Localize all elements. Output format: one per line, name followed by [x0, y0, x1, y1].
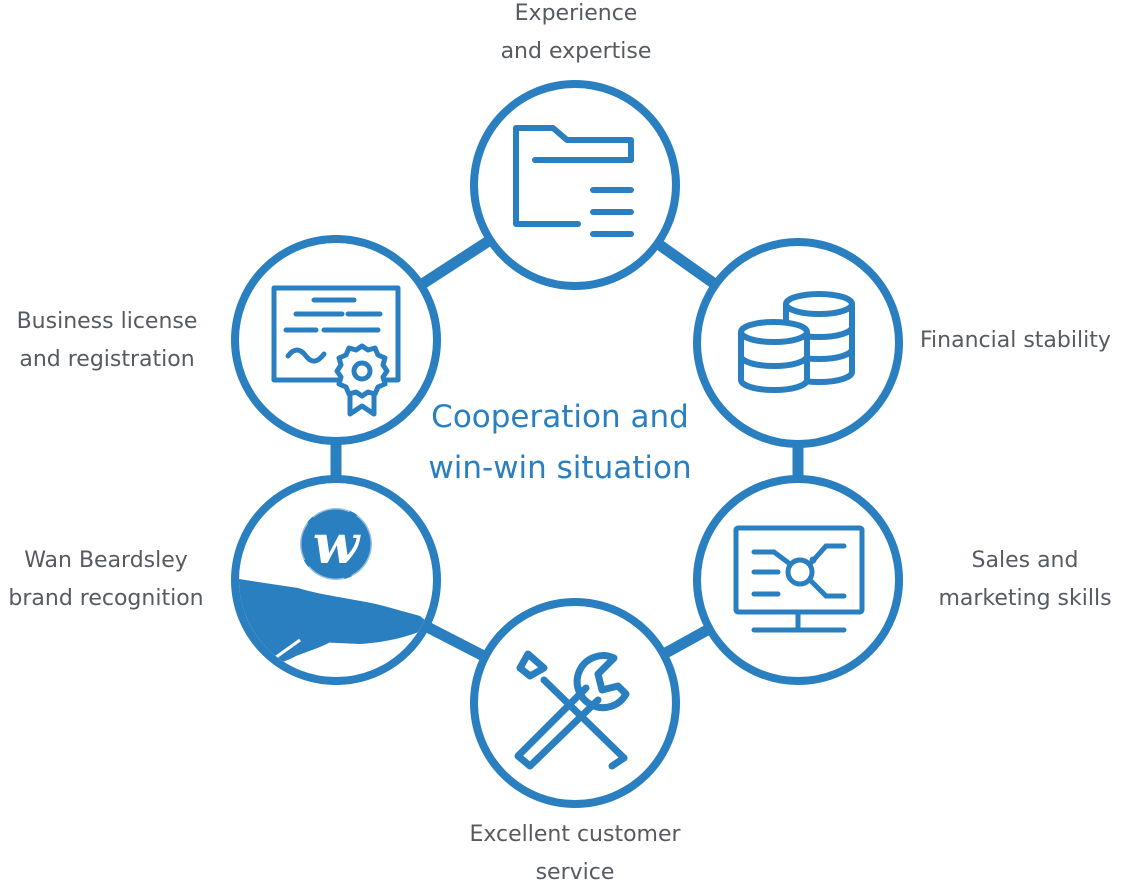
label-service-line-2: service [535, 860, 615, 885]
label-license-line-2: and registration [19, 347, 195, 372]
folder-document-icon [513, 125, 634, 237]
label-sales: Sales and marketing skills [928, 542, 1122, 618]
label-service: Excellent customer service [455, 816, 695, 892]
wrench-screwdriver-icon [514, 650, 630, 770]
center-title: Cooperation and win-win situation [380, 392, 740, 494]
label-experience-line-1: Experience [514, 1, 638, 26]
label-sales-line-2: marketing skills [938, 586, 1112, 611]
hand-logo-icon: w [239, 506, 432, 672]
label-experience-line-2: and expertise [500, 39, 652, 64]
svg-text:w: w [313, 512, 362, 576]
label-experience: Experience and expertise [476, 0, 676, 71]
label-license: Business license and registration [4, 303, 210, 379]
label-financial: Financial stability [920, 322, 1111, 360]
node-circle-experience [470, 80, 680, 290]
label-sales-line-1: Sales and [971, 548, 1079, 573]
coin-stacks-icon [738, 291, 855, 393]
certificate-icon [271, 285, 401, 417]
label-brand-line-2: brand recognition [8, 586, 204, 611]
label-license-line-1: Business license [16, 309, 198, 334]
label-service-line-1: Excellent customer [469, 822, 681, 847]
node-circle-sales [693, 475, 903, 685]
monitor-analytics-icon [733, 525, 865, 633]
center-title-line-1: Cooperation and [431, 399, 689, 435]
label-brand: Wan Beardsley brand recognition [0, 542, 212, 618]
label-financial-line-1: Financial stability [920, 328, 1111, 353]
center-title-line-2: win-win situation [428, 450, 692, 486]
label-brand-line-1: Wan Beardsley [24, 548, 188, 573]
